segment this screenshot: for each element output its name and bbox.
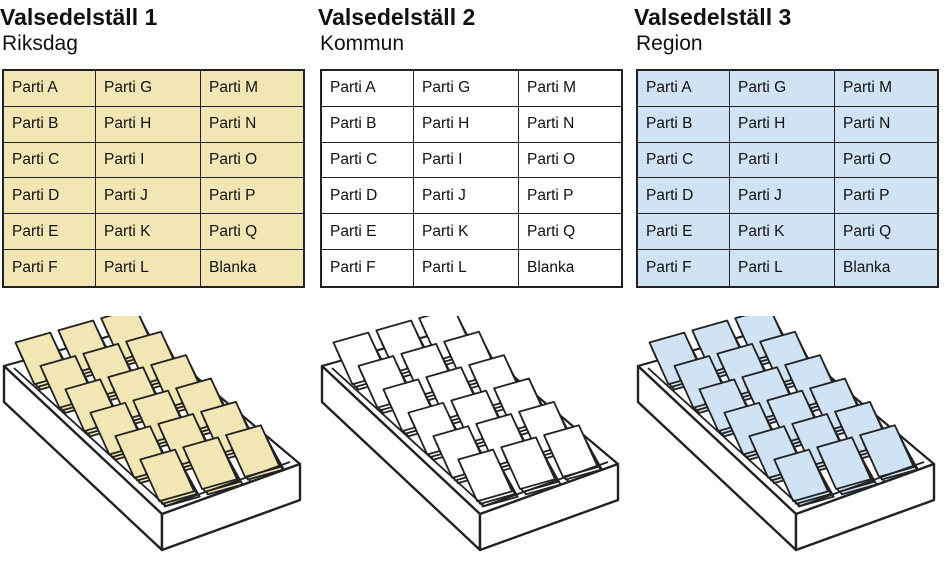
ballot-cell: Parti K: [414, 214, 519, 251]
ballot-cell: Parti C: [4, 142, 96, 179]
ballot-card: [816, 436, 872, 490]
ballot-cell: Parti Q: [835, 214, 937, 251]
ballot-cell: Blanka: [209, 259, 257, 277]
ballot-cell: Parti D: [4, 178, 96, 215]
tray-side-front: [794, 462, 936, 552]
tray-inner-rim: [13, 367, 291, 507]
ballot-cell: Parti A: [638, 71, 730, 107]
ballot-cell: Blanka: [527, 259, 575, 277]
ballot-cell: Parti L: [414, 250, 519, 286]
ballot-cell: Parti P: [835, 178, 937, 215]
ballot-card: [773, 448, 829, 503]
ballot-cell: Parti B: [322, 106, 414, 143]
ballot-cell: Parti C: [322, 142, 414, 179]
ballot-cell: Parti I: [96, 142, 201, 179]
ballot-cell: Parti E: [322, 214, 414, 251]
ballot-cell: Parti K: [730, 214, 835, 251]
ballot-cell: Parti I: [414, 142, 519, 179]
ballot-cell: Parti A: [4, 71, 96, 107]
ballot-cell: Parti Q: [201, 214, 303, 251]
ballot-cell: Parti M: [519, 71, 621, 107]
ballot-cell: Parti J: [414, 178, 519, 215]
ballot-card: [543, 424, 599, 478]
stand-subtitle: Riksdag: [2, 32, 78, 55]
ballot-tray-illustration: [320, 316, 620, 552]
ballot-tray-illustration: [636, 316, 936, 552]
ballot-card: [182, 436, 238, 490]
ballot-cell: Parti D: [638, 178, 730, 215]
ballot-cell: Parti N: [201, 107, 303, 143]
ballot-cell: Parti E: [638, 214, 730, 251]
ballot-cell: Parti M: [201, 71, 303, 107]
tray-side-front: [478, 462, 620, 552]
stand-subtitle: Kommun: [320, 32, 405, 55]
ballot-tray-illustration: [2, 316, 302, 552]
ballot-cell: Parti D: [322, 178, 414, 215]
ballot-card: [457, 448, 513, 503]
tray-inner-rim: [331, 367, 609, 507]
tray-inner-rim: [647, 367, 925, 507]
ballot-cell: Parti E: [4, 214, 96, 251]
ballot-card: [500, 436, 556, 490]
stand-title: Valsedelställ 2: [318, 4, 476, 30]
tray-side-front: [160, 462, 302, 552]
ballot-cell: Parti Q: [519, 214, 621, 251]
ballot-cell: Parti L: [96, 250, 201, 286]
ballot-card: [225, 424, 281, 478]
ballot-cell: Parti A: [322, 71, 414, 107]
ballot-cell: Parti G: [96, 71, 201, 107]
ballot-cell: Parti I: [730, 142, 835, 179]
ballot-cell: Parti K: [96, 214, 201, 251]
ballot-cell: Parti P: [519, 178, 621, 215]
ballot-cell: Parti O: [519, 143, 621, 179]
ballot-cell: Parti G: [730, 71, 835, 107]
ballot-cell: Parti C: [638, 142, 730, 179]
ballot-cell: Blanka: [843, 259, 891, 277]
ballot-cell: Parti O: [835, 143, 937, 179]
stand-title: Valsedelställ 1: [0, 4, 158, 30]
ballot-cell: Parti N: [835, 107, 937, 143]
stand-subtitle: Region: [636, 32, 703, 55]
ballot-cell: Parti O: [201, 143, 303, 179]
ballot-cell: Parti F: [638, 250, 730, 286]
ballot-cell: Parti J: [730, 178, 835, 215]
ballot-cell: Parti H: [96, 106, 201, 143]
ballot-cell: Parti H: [730, 106, 835, 143]
ballot-cell: Parti G: [414, 71, 519, 107]
ballot-cell: Parti H: [414, 106, 519, 143]
stand-title: Valsedelställ 3: [634, 4, 792, 30]
ballot-card: [139, 448, 195, 503]
ballot-cell: Parti P: [201, 178, 303, 215]
ballot-cell: Parti B: [4, 106, 96, 143]
ballot-cell: Parti L: [730, 250, 835, 286]
ballot-cell: Parti N: [519, 107, 621, 143]
ballot-cell: Parti M: [835, 71, 937, 107]
ballot-cell: Parti J: [96, 178, 201, 215]
ballot-card: [859, 424, 915, 478]
ballot-cell: Parti F: [4, 250, 96, 286]
ballot-cell: Parti F: [322, 250, 414, 286]
ballot-cell: Parti B: [638, 106, 730, 143]
